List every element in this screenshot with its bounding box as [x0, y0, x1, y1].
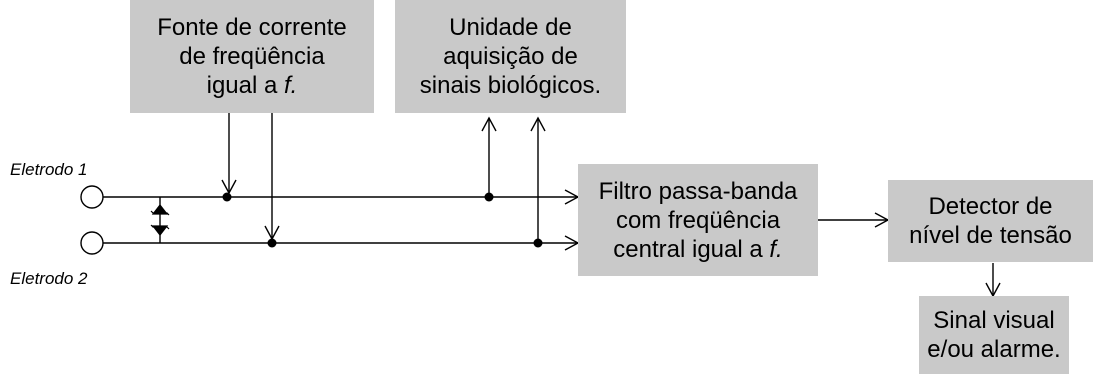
- electrode-2-label: Eletrodo 2: [10, 269, 88, 288]
- block-line: de freqüência: [179, 43, 325, 70]
- acquisition-unit-block: Unidade de aquisição de sinais biológico…: [395, 0, 626, 113]
- block-line: sinais biológicos.: [419, 72, 602, 99]
- output-alarm-block: Sinal visual e/ou alarme.: [919, 296, 1069, 374]
- junction-dot: [267, 238, 277, 248]
- block-line: Filtro passa-banda: [598, 177, 798, 205]
- block-line: aquisição de: [443, 43, 578, 70]
- junction-dot: [222, 192, 232, 202]
- bandpass-filter-block: Filtro passa-banda com freqüência centra…: [578, 164, 818, 276]
- current-source-block: Fonte de corrente de freqüência igual a …: [130, 0, 374, 113]
- block-line: igual a f.: [206, 72, 298, 99]
- electrode-2-terminal: [80, 231, 104, 255]
- block-line: com freqüência: [615, 206, 781, 234]
- zener-diodes-icon: [150, 204, 170, 236]
- electrode-1-terminal: [80, 185, 104, 209]
- block-line: Unidade de: [449, 14, 572, 41]
- electrode-1-label: Eletrodo 1: [10, 160, 88, 179]
- block-line: e/ou alarme.: [927, 336, 1061, 363]
- block-line: Fonte de corrente: [157, 14, 347, 41]
- junction-dot: [484, 192, 494, 202]
- junction-dot: [533, 238, 543, 248]
- block-line: nível de tensão: [909, 222, 1072, 249]
- level-detector-block: Detector de nível de tensão: [888, 180, 1093, 262]
- block-line: Sinal visual: [933, 307, 1055, 334]
- block-line: central igual a f.: [613, 235, 783, 263]
- block-line: Detector de: [928, 193, 1053, 220]
